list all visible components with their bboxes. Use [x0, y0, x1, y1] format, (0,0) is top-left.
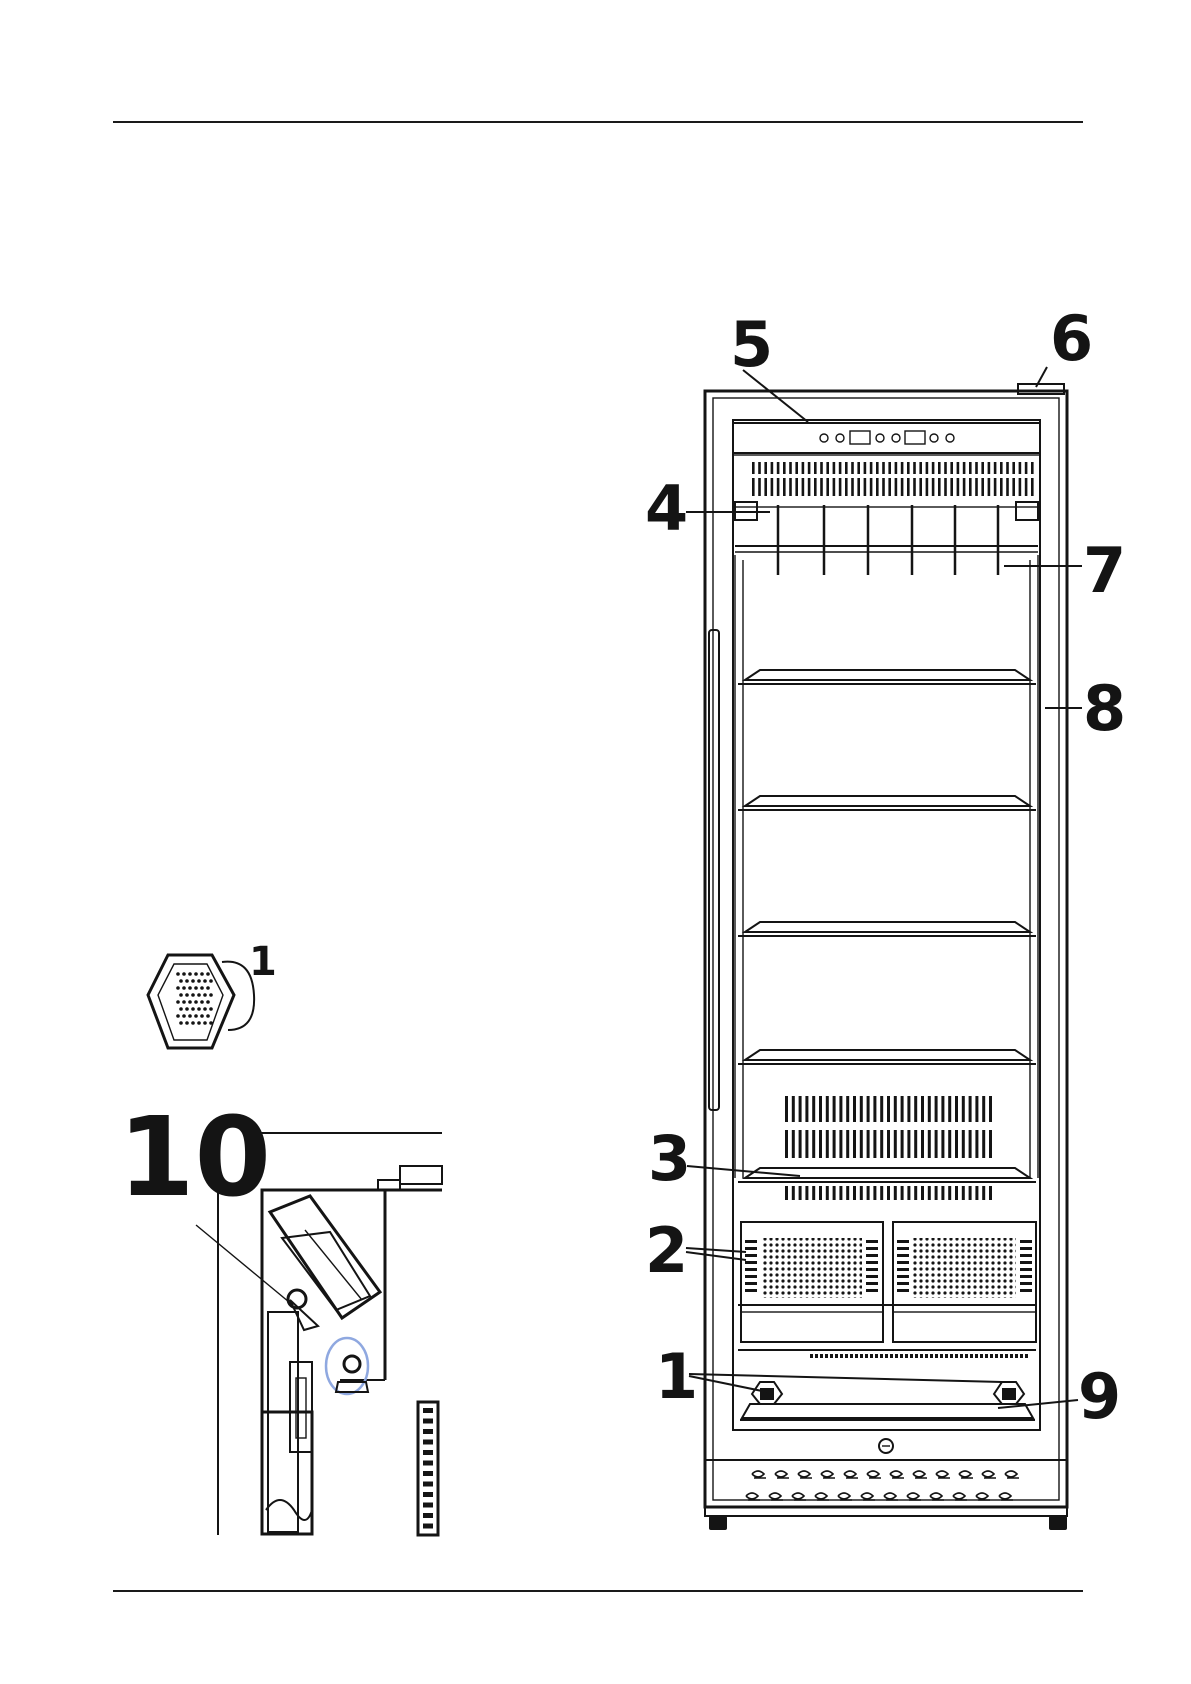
- callout-4: 4: [645, 472, 688, 545]
- callout-2: 2: [645, 1214, 688, 1287]
- upper-vent-slots: [752, 462, 1034, 496]
- callout-6: 6: [1050, 302, 1093, 375]
- callout-7: 7: [1083, 534, 1126, 607]
- callout-1: 1: [655, 1340, 698, 1413]
- hanging-hooks: [778, 505, 998, 575]
- detail-callout-10: 10: [118, 1093, 271, 1221]
- upper-bracket-right: [1016, 502, 1038, 520]
- bottom-shelf: [745, 1168, 1030, 1178]
- lower-vent-slots: [785, 1096, 992, 1200]
- leader-1b: [689, 1374, 1002, 1382]
- foot-damper-detail: 1: [148, 939, 277, 1048]
- callout-labels: 5 6 4 7 8 3 2 1 9: [645, 302, 1126, 1433]
- detail-leader: [196, 1225, 289, 1302]
- door-handle: [709, 630, 719, 1110]
- control-panel: [733, 423, 1040, 453]
- damper-mesh: [176, 972, 213, 1025]
- leader-1a: [689, 1376, 767, 1392]
- mesh-right: [913, 1238, 1016, 1298]
- control-buttons: [820, 431, 954, 444]
- callout-9: 9: [1078, 1360, 1121, 1433]
- hinge-detail: 10: [118, 1093, 442, 1535]
- leader-2b: [686, 1252, 746, 1260]
- shelves: [738, 670, 1036, 1064]
- door-frame: [713, 398, 1059, 1500]
- leader-2a: [686, 1248, 746, 1252]
- mesh-left: [762, 1238, 862, 1298]
- callout-8: 8: [1083, 672, 1126, 745]
- inner-feet: [752, 1382, 1024, 1404]
- lock-highlight-circle: [326, 1338, 368, 1394]
- leg-left: [709, 1516, 727, 1530]
- bottom-tray: [742, 1404, 1033, 1418]
- detail-callout-1: 1: [249, 939, 277, 985]
- cabinet-front-view: [705, 384, 1067, 1530]
- detail-frame: [262, 1190, 385, 1535]
- hinge-shaft: [268, 1312, 298, 1532]
- drawers: [738, 1222, 1036, 1356]
- callout-3: 3: [648, 1122, 691, 1195]
- cabinet-outline: [705, 391, 1067, 1507]
- leg-right: [1049, 1516, 1067, 1530]
- callout-5: 5: [730, 308, 773, 381]
